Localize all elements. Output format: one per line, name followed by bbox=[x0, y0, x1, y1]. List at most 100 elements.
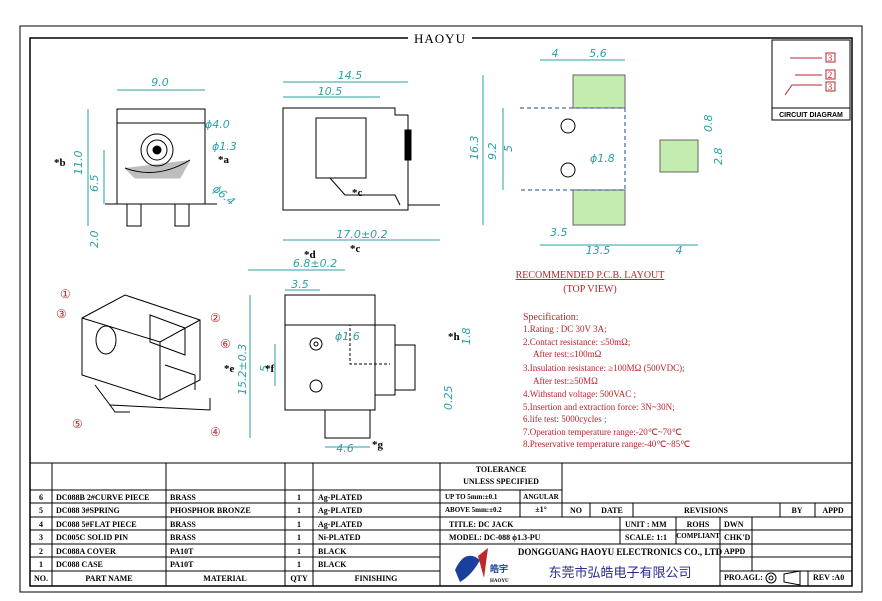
spec-line-8: 6.life test: 5000cycles ; bbox=[523, 414, 606, 424]
bom-cells: 6 DC088B 2#CURVE PIECE BRASS 1 Ag-PLATED… bbox=[34, 493, 397, 583]
tb-company: DONGGUANG HAOYU ELECTRONICS CO., LTD bbox=[518, 547, 723, 557]
pcb-dim-35: 3.5 bbox=[550, 226, 568, 239]
bom-r4-fin: Ni-PLATED bbox=[318, 533, 361, 542]
title-block-text: TOLERANCE UNLESS SPECIFIED UP TO 5mm:±0.… bbox=[445, 465, 844, 582]
tb-appd: APPD bbox=[822, 506, 844, 515]
pcb-dim-d18: ϕ1.8 bbox=[590, 152, 615, 165]
bom-r3-fin: Ag-PLATED bbox=[318, 520, 363, 529]
bom-r4-qty: 1 bbox=[297, 533, 301, 542]
dim-h65: 6.5 bbox=[88, 175, 101, 193]
balloon-1: ① bbox=[60, 287, 71, 301]
dim-d4: ϕ4.0 bbox=[205, 118, 230, 131]
tb-dwn: DWN bbox=[724, 520, 744, 529]
tb-angular: ANGULAR bbox=[523, 493, 559, 501]
logo-sub: HAOYU bbox=[490, 579, 509, 584]
bom-r2-qty: 1 bbox=[297, 506, 301, 515]
tb-title: TITLE: DC JACK bbox=[449, 520, 514, 529]
tb-rohs: ROHS bbox=[687, 520, 710, 529]
pcb-dim-4: 4 bbox=[552, 47, 559, 60]
tb-angular-val: ±1° bbox=[535, 505, 547, 514]
tb-revisions: REVISIONS bbox=[684, 506, 729, 515]
dim-145: 14.5 bbox=[338, 69, 363, 82]
dim-h11: 11.0 bbox=[72, 151, 85, 176]
spec-line-10: 8.Preservative temperature range:-40℃~85… bbox=[523, 439, 690, 449]
circuit-pin-2: 2 bbox=[828, 70, 833, 80]
circuit-pin-3: 3 bbox=[828, 82, 833, 92]
marker-f: *f bbox=[265, 363, 275, 375]
bom-h-no: NO. bbox=[34, 574, 48, 583]
pcb-layout bbox=[482, 59, 699, 246]
tb-rev: REV :A0 bbox=[813, 573, 844, 582]
bom-r5-mat: PA10T bbox=[170, 547, 194, 556]
tb-no: NO bbox=[570, 506, 582, 515]
tb-above5: ABOVE 5mm:±0.2 bbox=[445, 506, 502, 514]
isometric-view bbox=[81, 294, 211, 413]
balloon-2: ② bbox=[210, 311, 221, 325]
tb-appd2: APPD bbox=[724, 547, 746, 556]
marker-h: *h bbox=[448, 331, 460, 343]
haoyu-logo: 皓宇 HAOYU bbox=[455, 548, 509, 584]
circuit-label: CIRCUIT DIAGRAM bbox=[779, 112, 843, 119]
bom-r3-no: 4 bbox=[39, 520, 43, 529]
bom-r5-part: DC088A COVER bbox=[56, 547, 116, 556]
bom-r5-no: 2 bbox=[39, 547, 43, 556]
spec-line-5: After test:≥50MΩ bbox=[533, 376, 598, 386]
tb-company-cn: 东莞市弘皓电子有限公司 bbox=[548, 565, 691, 581]
pcb-dim-08: 0.8 bbox=[702, 115, 715, 133]
tb-compliant: COMPLIANT bbox=[676, 532, 720, 540]
dim-d13: ϕ1.3 bbox=[212, 140, 237, 153]
bom-r3-part: DC088 5#FLAT PIECE bbox=[56, 520, 137, 529]
marker-c2: *c bbox=[350, 243, 361, 255]
front-dim-d16: ϕ1.6 bbox=[335, 330, 360, 343]
tb-scale: SCALE: 1:1 bbox=[625, 533, 667, 542]
tb-by: BY bbox=[791, 506, 802, 515]
bom-h-qty: QTY bbox=[290, 574, 308, 583]
tb-tolerance: TOLERANCE bbox=[476, 465, 527, 474]
pcb-dim-pad4: 4 bbox=[676, 244, 683, 257]
bom-r5-fin: BLACK bbox=[318, 547, 347, 556]
bom-r2-no: 5 bbox=[39, 506, 43, 515]
dim-105: 10.5 bbox=[318, 85, 343, 98]
bom-table bbox=[29, 462, 441, 587]
bom-r2-fin: Ag-PLATED bbox=[318, 506, 363, 515]
front-dim-18: 1.8 bbox=[460, 328, 473, 346]
pcb-dim-28: 2.8 bbox=[712, 148, 725, 166]
bom-h-mat: MATERIAL bbox=[203, 574, 246, 583]
balloon-5: ⑤ bbox=[72, 417, 83, 431]
bom-r6-mat: PA10T bbox=[170, 560, 194, 569]
marker-e: *e bbox=[224, 363, 235, 375]
tb-up5: UP TO 5mm:±0.1 bbox=[445, 493, 498, 501]
pcb-dim-163: 16.3 bbox=[468, 136, 481, 161]
pcb-dim-92: 9.2 bbox=[486, 143, 499, 161]
tb-unless: UNLESS SPECIFIED bbox=[463, 477, 539, 486]
tb-date: DATE bbox=[601, 506, 623, 515]
bom-r6-fin: BLACK bbox=[318, 560, 347, 569]
bom-r3-qty: 1 bbox=[297, 520, 301, 529]
marker-c: *c bbox=[352, 187, 363, 199]
balloons: ① ② ③ ④ ⑤ ⑥ bbox=[56, 287, 231, 439]
front-dim-46: 4.6 bbox=[336, 442, 354, 455]
circuit-diagram bbox=[771, 39, 851, 121]
bom-r4-part: DC005C SOLID PIN bbox=[56, 533, 128, 542]
spec-line-9: 7.Operation temperature range:-20℃~70℃ bbox=[523, 427, 682, 437]
spec-line-1: 1.Rating : DC 30V 3A; bbox=[523, 324, 607, 334]
bom-r1-no: 6 bbox=[39, 493, 43, 502]
tb-proagl: PRO.AGL: bbox=[724, 573, 763, 582]
bom-r6-part: DC088 CASE bbox=[56, 560, 103, 569]
sheet-title: HAOYU bbox=[414, 31, 466, 46]
outer-border bbox=[19, 25, 863, 593]
spec-title: Specification: bbox=[523, 312, 579, 323]
bom-r5-qty: 1 bbox=[297, 547, 301, 556]
bom-r6-qty: 1 bbox=[297, 560, 301, 569]
bom-r4-mat: BRASS bbox=[170, 533, 196, 542]
bom-h-fin: FINISHING bbox=[355, 574, 398, 583]
front-view bbox=[248, 269, 416, 448]
bom-r1-part: DC088B 2#CURVE PIECE bbox=[56, 493, 150, 502]
spec-line-6: 4.Withstand voltage: 500VAC ; bbox=[523, 389, 636, 399]
dim-17: 17.0±0.2 bbox=[336, 228, 387, 241]
pcb-dim-56: 5.6 bbox=[589, 47, 607, 60]
spec-line-7: 5.Insertion and extraction force: 3N~30N… bbox=[523, 402, 675, 412]
tb-chkd: CHK'D bbox=[724, 533, 750, 542]
bom-r1-mat: BRASS bbox=[170, 493, 196, 502]
